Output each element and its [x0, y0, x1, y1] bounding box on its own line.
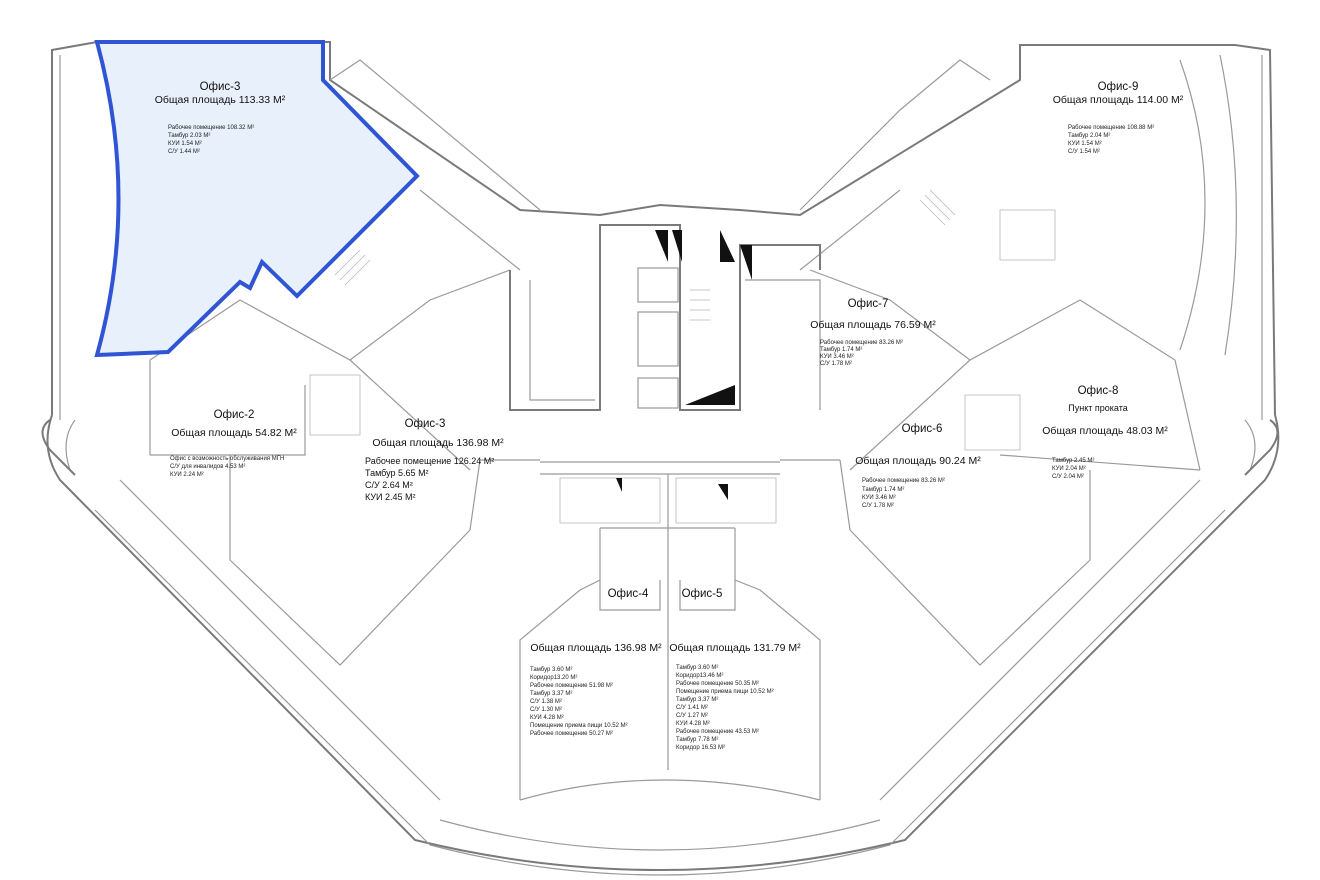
office-5-detail: Рабочее помещение 43.53 M² — [676, 729, 759, 735]
office-5-name: Офис-5 — [682, 588, 723, 600]
office-3-mid-area: Общая площадь 136.98 M² — [372, 437, 504, 449]
office-3-mid-label: Офис-3 Общая площадь 136.98 M² Рабочее п… — [365, 418, 504, 502]
office-4-detail: Рабочее помещение 51.98 M² — [530, 683, 613, 689]
office-7-detail: Рабочее помещение 83.26 M² — [820, 340, 903, 346]
office-9-detail: С/У 1.54 M² — [1068, 149, 1100, 155]
office-8-detail: КУИ 2.04 M² — [1052, 466, 1086, 472]
office-5-detail: С/У 1.41 M² — [676, 705, 708, 711]
office-7-label: Офис-7 Общая площадь 76.59 M² Рабочее по… — [810, 298, 936, 367]
office-3-mid-detail: С/У 2.64 M² — [365, 480, 413, 490]
office-4-detail: Тамбур 3.37 M² — [530, 691, 572, 697]
office-5-detail: Тамбур 7.78 M² — [676, 737, 718, 743]
office-4-detail: Помещение приема пищи 10.52 M² — [530, 723, 628, 729]
office-8-detail: Тамбур 2.45 M² — [1052, 458, 1094, 464]
office-9-detail: Тамбур 2.04 M² — [1068, 133, 1110, 139]
office-7-detail: С/У 1.78 M² — [820, 361, 852, 367]
office-4-detail: Рабочее помещение 50.27 M² — [530, 731, 613, 737]
office-8-label: Офис-8 Пункт проката Общая площадь 48.03… — [1042, 385, 1168, 480]
office-8-subtitle: Пункт проката — [1068, 403, 1127, 413]
building-outline — [41, 41, 1280, 876]
office-6-detail: Тамбур 1.74 M² — [862, 487, 904, 493]
office-7-detail: КУИ 3.46 M² — [820, 354, 854, 360]
office-9-detail: КУИ 1.54 M² — [1068, 141, 1102, 147]
office-6-detail: Рабочее помещение 83.26 M² — [862, 478, 945, 484]
office-3-top-detail: КУИ 1.54 M² — [168, 141, 202, 147]
office-2-area: Общая площадь 54.82 M² — [171, 427, 297, 439]
office-4-label: Офис-4 Общая площадь 136.98 M² Тамбур 3.… — [530, 588, 662, 737]
office-4-detail: Тамбур 3.60 M² — [530, 667, 572, 673]
interior-walls — [149, 54, 1237, 801]
office-4-detail: С/У 1.38 M² — [530, 699, 562, 705]
office-9-label: Офис-9 Общая площадь 114.00 M² Рабочее п… — [1053, 81, 1184, 155]
office-5-detail: Тамбур 3.60 M² — [676, 665, 718, 671]
selected-office-3-area[interactable] — [94, 40, 420, 358]
office-2-detail: Офис с возможность обслуживания МГН — [170, 456, 284, 462]
office-2-detail: С/У для инвалидов 4.53 M² — [170, 464, 245, 470]
office-4-detail: КУИ 4.28 M² — [530, 715, 564, 721]
office-5-area: Общая площадь 131.79 M² — [669, 642, 801, 654]
office-4-detail: С/У 1.30 M² — [530, 707, 562, 713]
office-3-top-detail: Рабочее помещение 108.32 M² — [168, 125, 254, 131]
office-6-area: Общая площадь 90.24 M² — [855, 455, 981, 467]
office-2-name: Офис-2 — [214, 409, 255, 421]
office-3-mid-detail: Тамбур 5.65 M² — [365, 468, 429, 478]
office-3-mid-detail: Рабочее помещение 126.24 M² — [365, 456, 494, 466]
office-8-name: Офис-8 — [1078, 385, 1119, 397]
office-3-top-name: Офис-3 — [200, 81, 241, 93]
office-3-top-area: Общая площадь 113.33 M² — [155, 94, 286, 106]
office-9-name: Офис-9 — [1098, 81, 1139, 93]
office-5-detail: Помещение приема пищи 10.52 M² — [676, 689, 774, 695]
office-6-name: Офис-6 — [902, 423, 943, 435]
office-6-detail: С/У 1.78 M² — [862, 503, 894, 509]
office-6-detail: КУИ 3.46 M² — [862, 495, 896, 501]
office-9-detail: Рабочее помещение 108.88 M² — [1068, 125, 1154, 131]
office-5-detail: Рабочее помещение 50.35 M² — [676, 681, 759, 687]
office-8-detail: С/У 2.04 M² — [1052, 474, 1084, 480]
office-4-name: Офис-4 — [608, 588, 649, 600]
office-5-detail: С/У 1.27 M² — [676, 713, 708, 719]
office-5-detail: КУИ 4.28 M² — [676, 721, 710, 727]
office-7-detail: Тамбур 1.74 M² — [820, 347, 862, 353]
office-3-mid-name: Офис-3 — [405, 418, 446, 430]
office-4-detail: Коридор13.20 M² — [530, 675, 577, 681]
office-3-top-label: Офис-3 Общая площадь 113.33 M² Рабочее п… — [155, 81, 286, 155]
office-2-detail: КУИ 2.24 M² — [170, 472, 204, 478]
office-9-area: Общая площадь 114.00 M² — [1053, 94, 1184, 106]
office-3-top-detail: С/У 1.44 M² — [168, 149, 200, 155]
office-7-name: Офис-7 — [848, 298, 889, 310]
office-5-label: Офис-5 Общая площадь 131.79 M² Тамбур 3.… — [669, 588, 801, 751]
office-5-detail: Коридор13.46 M² — [676, 673, 723, 679]
core-markers — [616, 230, 752, 500]
office-6-label: Офис-6 Общая площадь 90.24 M² Рабочее по… — [855, 423, 981, 509]
office-5-detail: Коридор 16.53 M² — [676, 745, 725, 751]
office-3-mid-detail: КУИ 2.45 M² — [365, 492, 416, 502]
office-3-top-detail: Тамбур 2.03 M² — [168, 133, 210, 139]
office-7-area: Общая площадь 76.59 M² — [810, 319, 936, 331]
office-2-label: Офис-2 Общая площадь 54.82 M² Офис с воз… — [170, 409, 297, 478]
office-5-detail: Тамбур 3.37 M² — [676, 697, 718, 703]
office-4-area: Общая площадь 136.98 M² — [530, 642, 662, 654]
office-8-area: Общая площадь 48.03 M² — [1042, 425, 1168, 437]
